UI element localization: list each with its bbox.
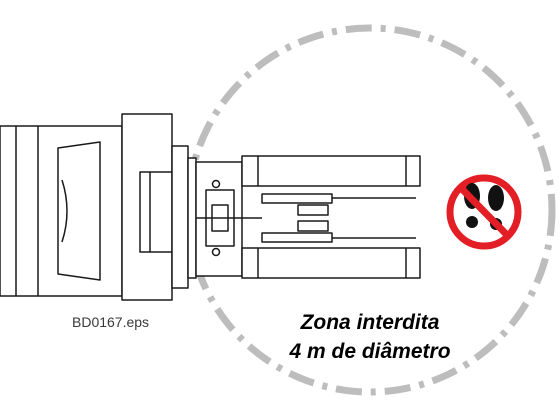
zone-size-label: 4 m de diâmetro [288,340,450,363]
no-footsteps-icon [446,174,522,250]
machine-top-view [0,113,421,301]
zone-title-label: Zona interdita [300,311,440,334]
file-id-label: BD0167.eps [72,314,149,330]
fork-lower [241,232,421,279]
fork-upper [241,155,421,204]
keep-out-zone-circle [184,24,556,396]
mast-plate [171,145,189,289]
